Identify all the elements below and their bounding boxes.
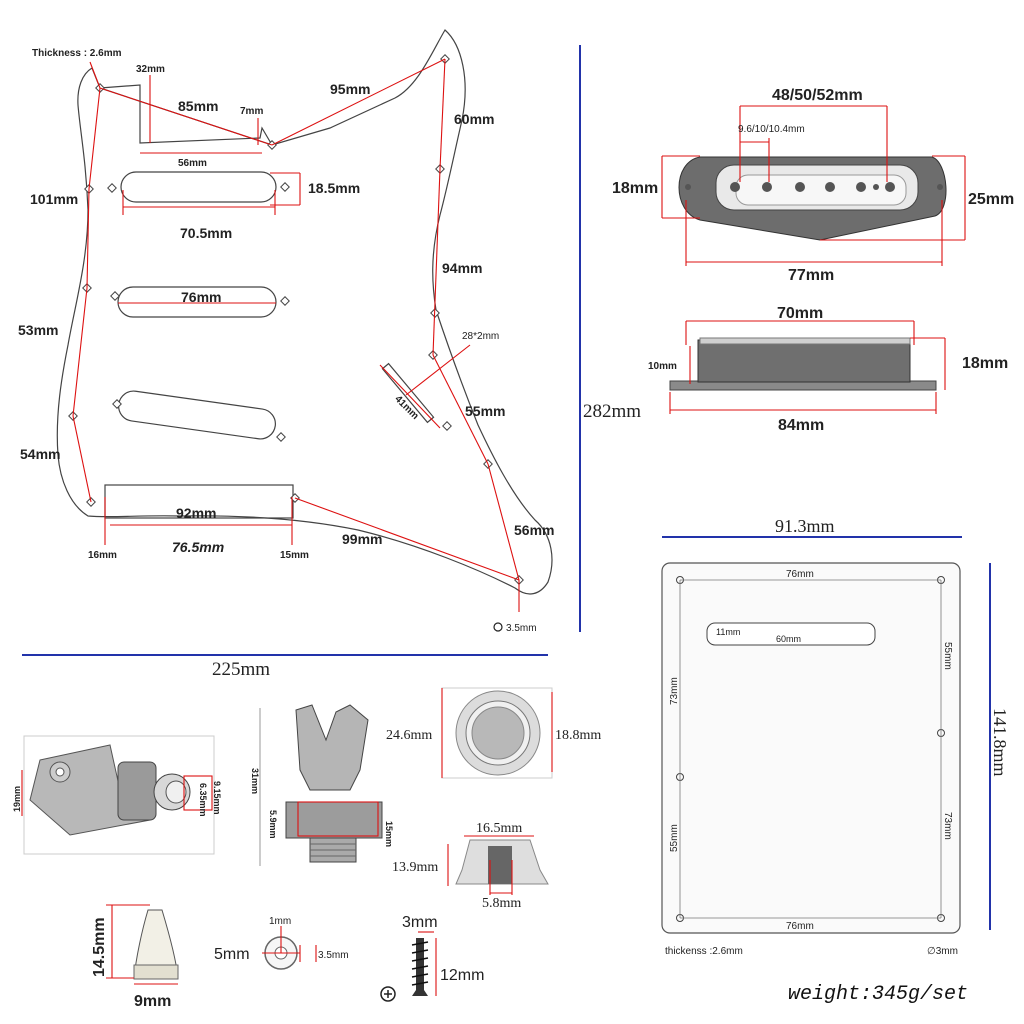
pg-282: 282mm bbox=[583, 401, 641, 422]
backplate-outline bbox=[661, 562, 961, 934]
pg-32: 32mm bbox=[136, 64, 165, 75]
backplate: 91.3mm 141.8mm 76mm 11mm 60mm 55mm 73mm … bbox=[661, 516, 1010, 957]
pg-54: 54mm bbox=[20, 446, 60, 462]
bp-55-left: 55mm bbox=[669, 824, 680, 852]
knob-18-8: 18.8mm bbox=[555, 728, 601, 743]
washer-5: 5mm bbox=[214, 946, 250, 963]
washer-1: 1mm bbox=[269, 916, 291, 927]
pg-18-5: 18.5mm bbox=[308, 180, 360, 196]
backplate-slot bbox=[706, 622, 876, 646]
mounting-screw: 3mm 12mm bbox=[380, 914, 484, 1002]
pg-76: 76mm bbox=[181, 289, 221, 305]
bp-91-3: 91.3mm bbox=[775, 516, 835, 536]
sj-15: 15mm bbox=[384, 821, 394, 847]
ps-10: 10mm bbox=[648, 361, 677, 372]
jack-6-35: 6.35mm bbox=[198, 783, 208, 817]
switch-tip: 14.5mm 9mm bbox=[91, 904, 179, 1010]
output-jack: 19mm 9.15mm 6.35mm bbox=[12, 735, 222, 855]
bp-73-right: 73mm bbox=[942, 812, 953, 840]
neck-pocket bbox=[99, 84, 273, 146]
screw-3: 3mm bbox=[402, 914, 438, 931]
knob-16-5: 16.5mm bbox=[476, 821, 522, 836]
switch-jack: 31mm 5.9mm 15mm bbox=[250, 704, 394, 866]
pg-56b: 56mm bbox=[514, 522, 554, 538]
pg-56: 56mm bbox=[178, 158, 207, 169]
pg-thickness: Thickness : 2.6mm bbox=[32, 48, 122, 59]
pg-92: 92mm bbox=[176, 505, 216, 521]
pickguard-outline bbox=[56, 29, 553, 595]
pg-55: 55mm bbox=[465, 403, 505, 419]
bp-76-bottom: 76mm bbox=[786, 921, 814, 932]
bp-141-8: 141.8mm bbox=[990, 708, 1010, 777]
neck-pickup-cutout bbox=[120, 171, 277, 203]
bp-11: 11mm bbox=[716, 627, 740, 637]
pu-48-50-52: 48/50/52mm bbox=[772, 87, 863, 104]
pickguard-screw-holes bbox=[68, 54, 524, 585]
pg-94: 94mm bbox=[442, 260, 482, 276]
pg-60: 60mm bbox=[454, 111, 494, 127]
knob-24-6: 24.6mm bbox=[386, 728, 432, 743]
jack-19: 19mm bbox=[12, 786, 22, 812]
pu-77: 77mm bbox=[788, 267, 834, 284]
pickup-side-view: 70mm 10mm 18mm 84mm bbox=[648, 305, 1008, 434]
pg-85: 85mm bbox=[178, 98, 218, 114]
control-knob: 24.6mm 18.8mm bbox=[386, 687, 601, 779]
pg-76-5: 76.5mm bbox=[172, 539, 224, 555]
bp-76-top: 76mm bbox=[786, 569, 814, 580]
pu-18: 18mm bbox=[612, 180, 658, 197]
pg-16: 16mm bbox=[88, 550, 117, 561]
pu-9-6: 9.6/10/10.4mm bbox=[738, 124, 805, 135]
washer-3-5: 3.5mm bbox=[318, 950, 349, 961]
pg-99: 99mm bbox=[342, 531, 382, 547]
pickguard-dims bbox=[72, 58, 520, 612]
washer: 1mm 5mm 3.5mm bbox=[214, 916, 349, 970]
pg-3-5: 3.5mm bbox=[506, 623, 537, 634]
knob-5-8: 5.8mm bbox=[482, 896, 521, 911]
jack-9-15: 9.15mm bbox=[212, 781, 222, 815]
hole-icon bbox=[493, 622, 503, 632]
pg-28x2: 28*2mm bbox=[462, 331, 499, 342]
pu-25: 25mm bbox=[968, 191, 1014, 208]
sj-31: 31mm bbox=[250, 768, 260, 794]
pg-70-5: 70.5mm bbox=[180, 225, 232, 241]
pg-101: 101mm bbox=[30, 191, 78, 207]
bp-hole: ∅3mm bbox=[927, 946, 958, 957]
pg-15: 15mm bbox=[280, 550, 309, 561]
ps-70: 70mm bbox=[777, 305, 823, 322]
sj-5-9: 5.9mm bbox=[268, 810, 278, 839]
middle-pickup-cutout bbox=[117, 286, 277, 318]
bridge-pickup-cutout bbox=[118, 390, 276, 440]
tip-14-5: 14.5mm bbox=[91, 917, 108, 977]
bp-73-left: 73mm bbox=[669, 677, 680, 705]
pg-95: 95mm bbox=[330, 81, 370, 97]
pg-7: 7mm bbox=[240, 106, 263, 117]
pickguard: Thickness : 2.6mm 32mm 85mm 7mm 95mm 60m… bbox=[18, 29, 641, 680]
ps-84: 84mm bbox=[778, 417, 824, 434]
bp-60: 60mm bbox=[776, 634, 801, 644]
pickup-top-view: 48/50/52mm 9.6/10/10.4mm 18mm 25mm 77mm bbox=[612, 87, 1014, 284]
screw-12: 12mm bbox=[440, 967, 484, 984]
bp-thickness: thickenss :2.6mm bbox=[665, 946, 743, 957]
tip-9: 9mm bbox=[134, 993, 171, 1010]
ps-18: 18mm bbox=[962, 355, 1008, 372]
knob-13-9: 13.9mm bbox=[392, 860, 438, 875]
pg-53: 53mm bbox=[18, 322, 58, 338]
knob-side: 16.5mm 13.9mm 5.8mm bbox=[392, 821, 549, 911]
pg-225: 225mm bbox=[212, 659, 270, 680]
bp-55-right: 55mm bbox=[942, 642, 953, 670]
weight-label: weight:345g/set bbox=[788, 983, 969, 1006]
